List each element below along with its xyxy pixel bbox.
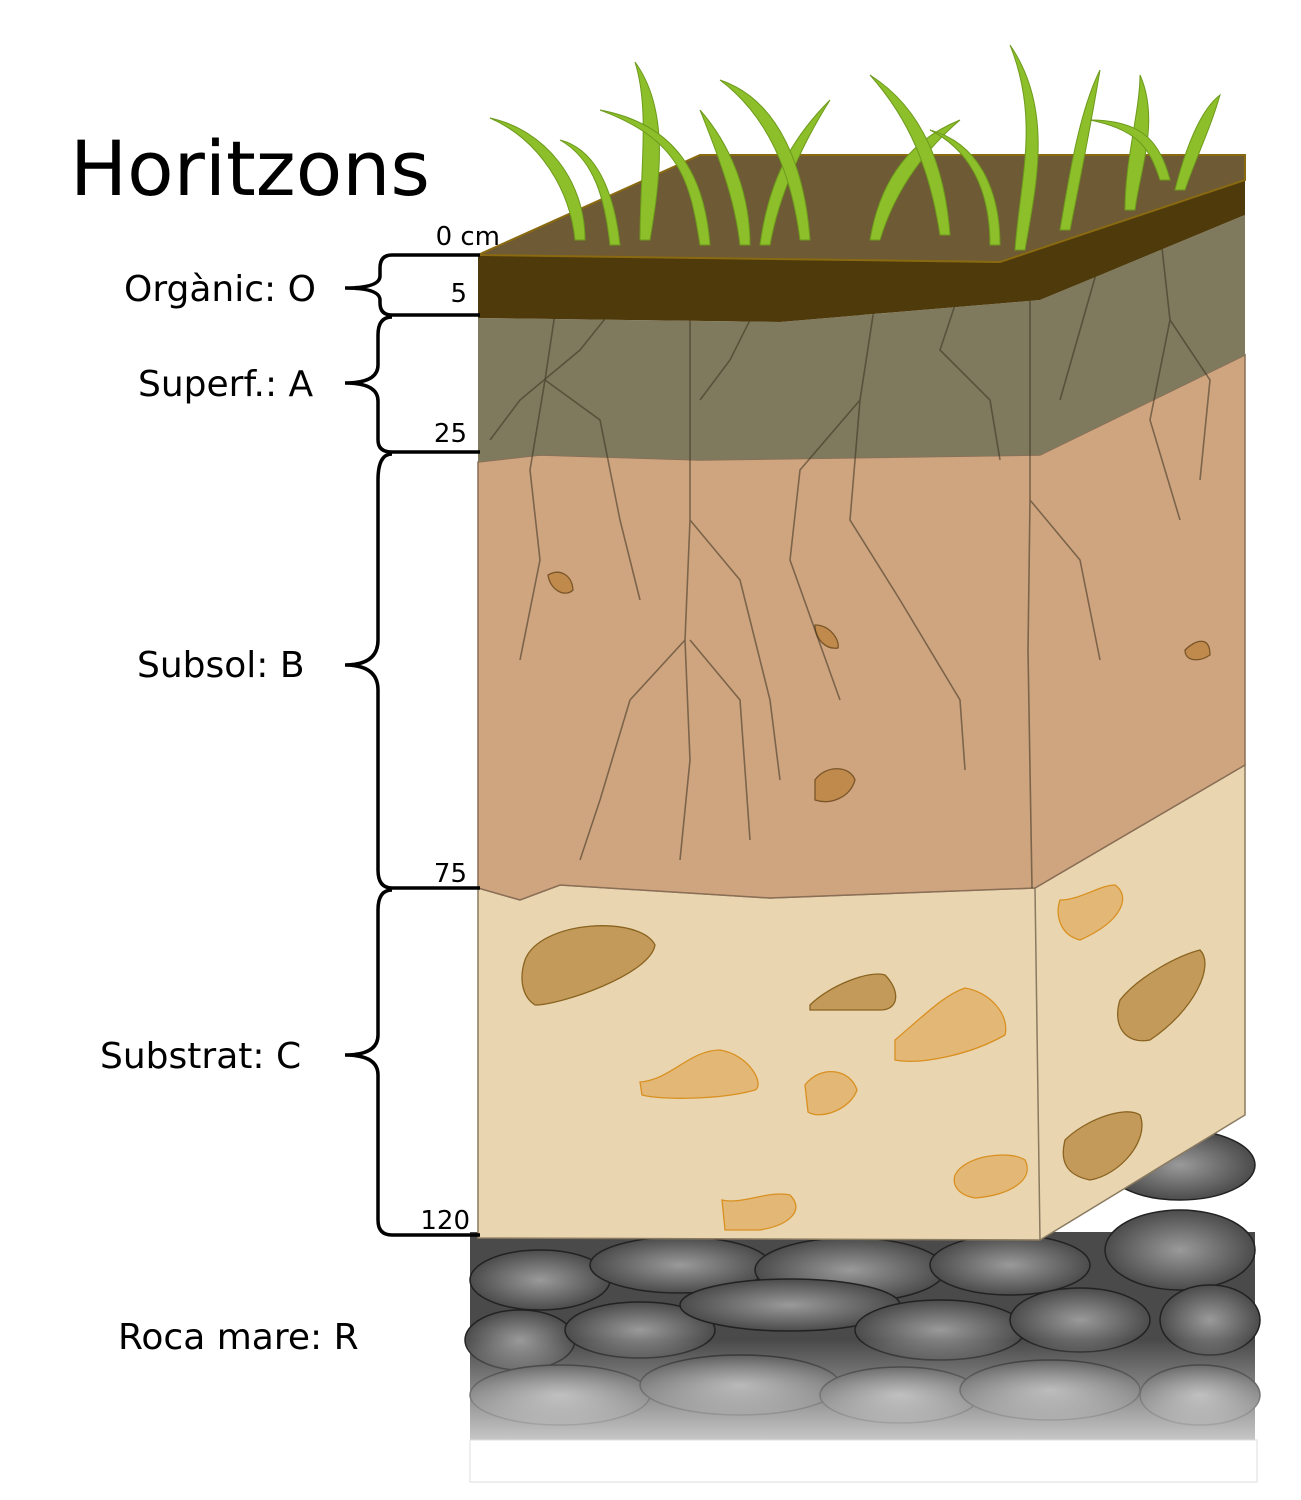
layer-o bbox=[478, 180, 1245, 322]
depth-0: 0 cm bbox=[436, 222, 500, 252]
block-edge bbox=[1034, 887, 1041, 1241]
diagram-title: Horitzons bbox=[70, 124, 430, 213]
roots bbox=[489, 229, 1211, 889]
label-horizon-r: Roca mare: R bbox=[118, 1317, 359, 1358]
top-surface bbox=[477, 154, 1246, 264]
bedrock-layer bbox=[464, 1129, 1265, 1485]
grass bbox=[489, 44, 1221, 251]
layer-a bbox=[478, 215, 1245, 462]
depth-25: 25 bbox=[434, 419, 467, 449]
b-stones bbox=[547, 571, 1211, 803]
depth-75: 75 bbox=[434, 859, 467, 889]
label-horizon-c: Substrat: C bbox=[100, 1036, 301, 1077]
label-horizon-a: Superf.: A bbox=[138, 364, 314, 405]
depth-brackets bbox=[344, 253, 480, 1237]
depth-labels: 0 cm 5 25 75 120 bbox=[420, 222, 500, 1236]
horizon-labels: Orgànic: O Superf.: A Subsol: B Substrat… bbox=[100, 269, 359, 1358]
label-horizon-b: Subsol: B bbox=[137, 645, 305, 686]
label-horizon-o: Orgànic: O bbox=[124, 269, 316, 310]
stones bbox=[521, 884, 1206, 1231]
depth-5: 5 bbox=[450, 279, 467, 309]
depth-120: 120 bbox=[420, 1206, 470, 1236]
